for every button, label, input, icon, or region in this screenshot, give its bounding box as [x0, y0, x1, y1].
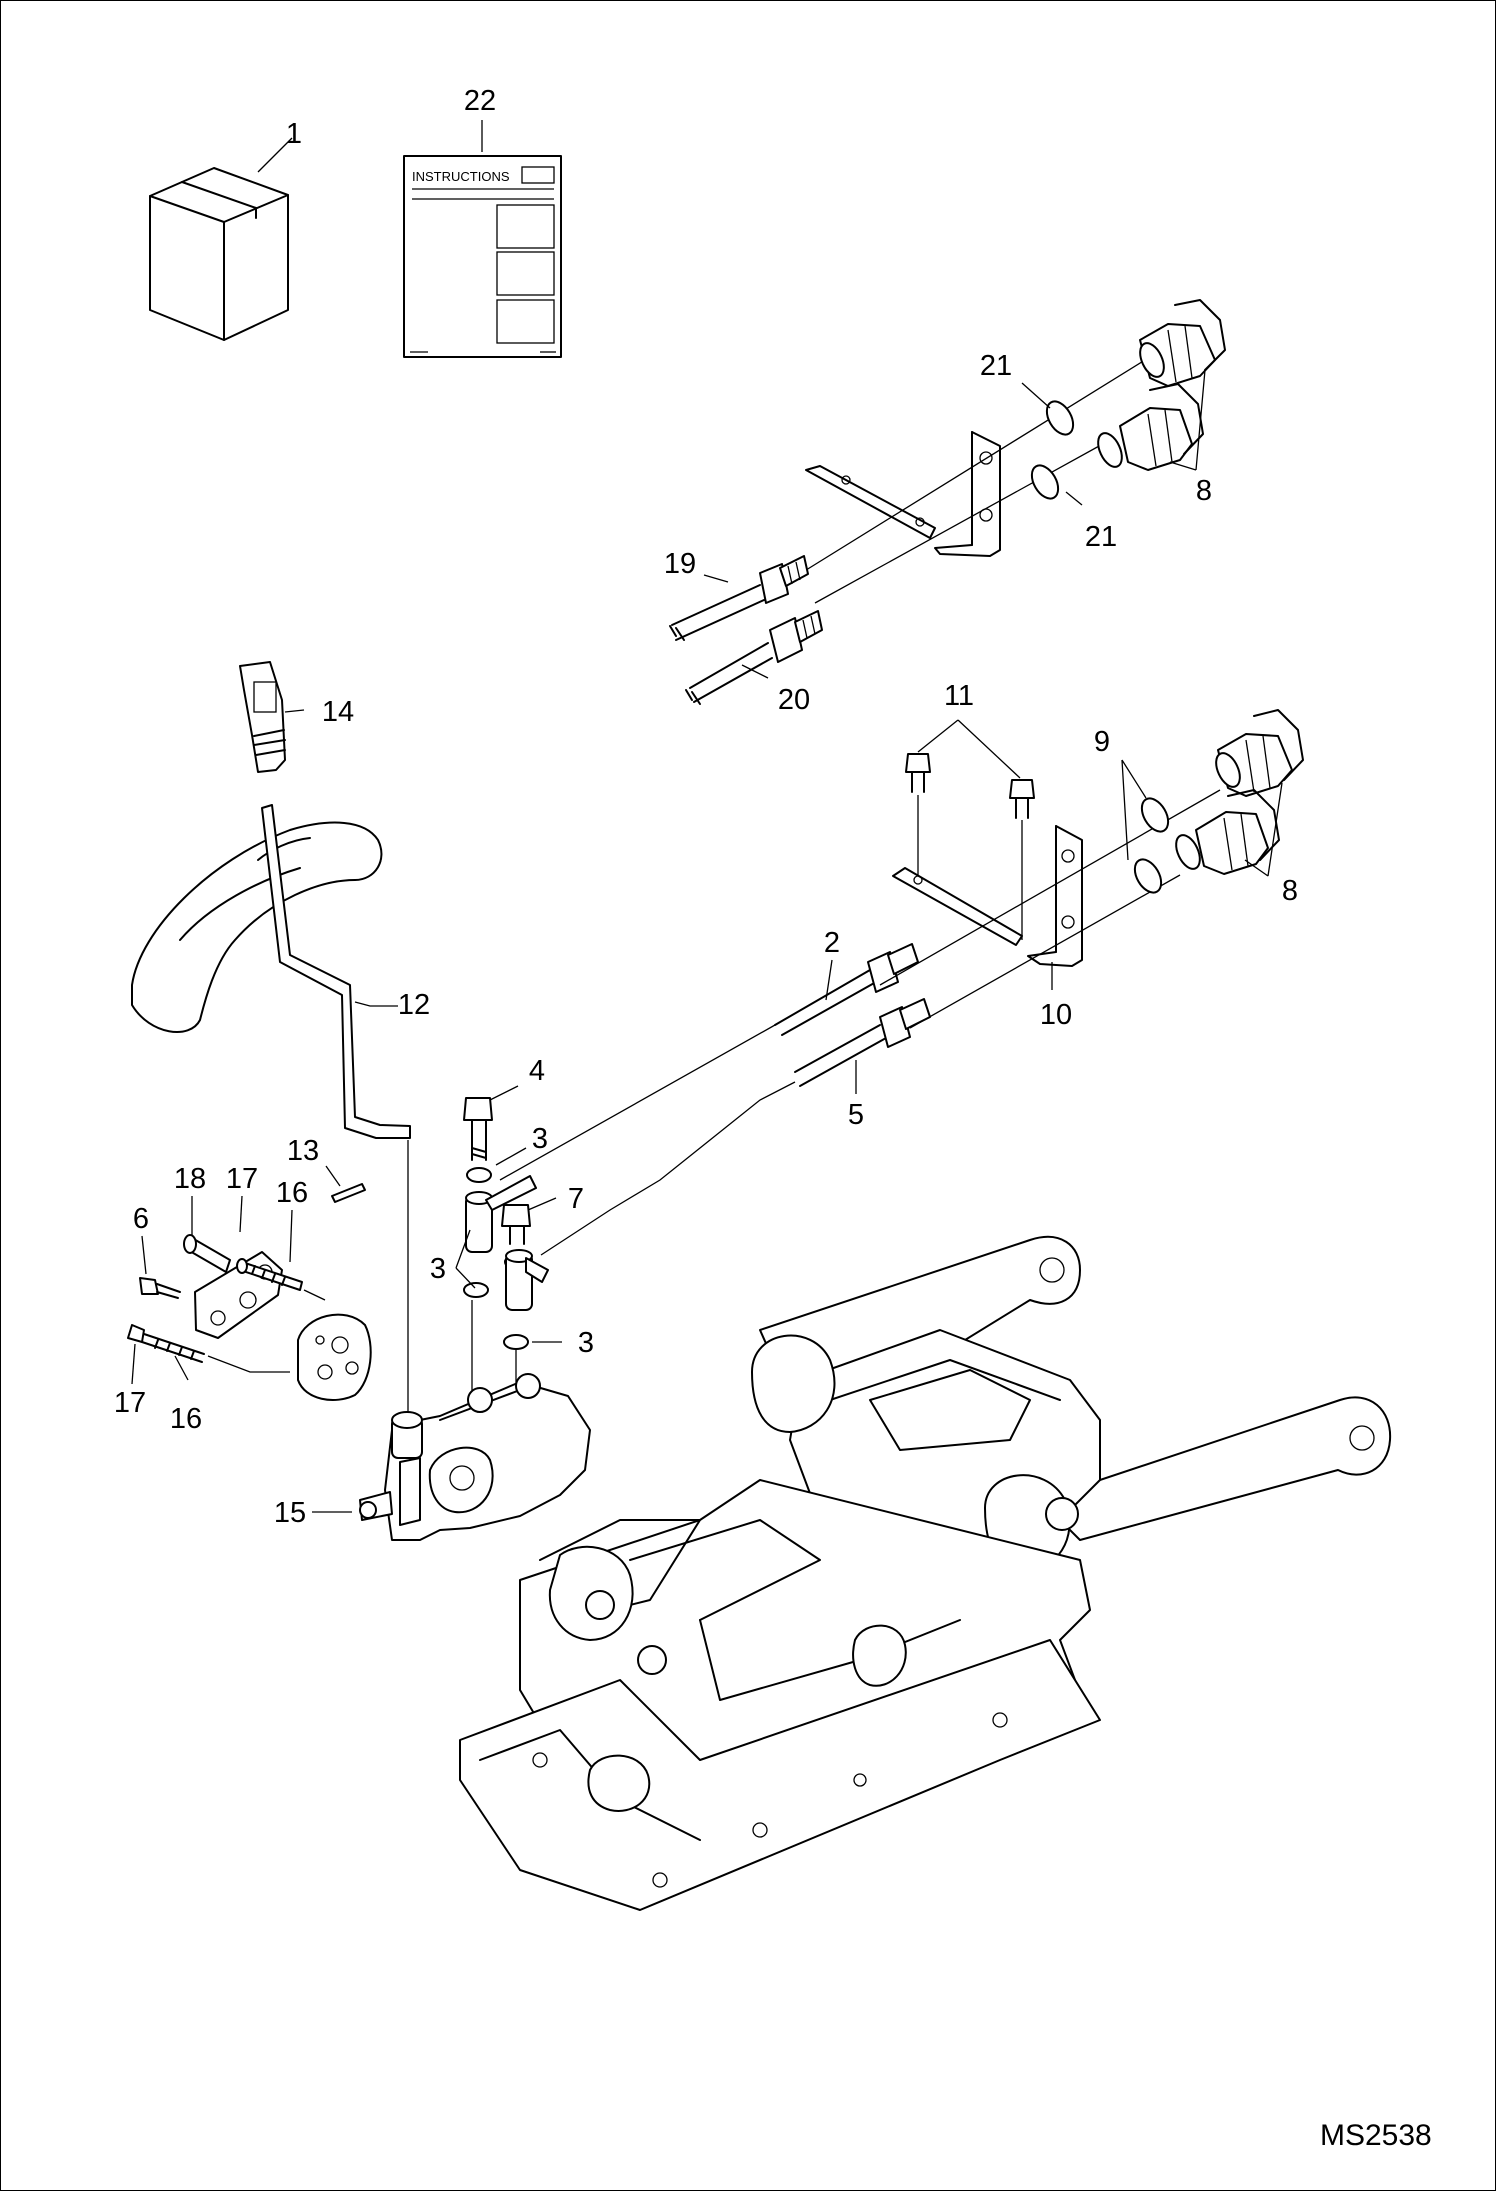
hydraulic-line-19-drawing [669, 555, 809, 641]
capscrew-16-upper-drawing [236, 1258, 303, 1291]
callout-16-upper: 16 [276, 1177, 308, 1209]
o-ring-3-lower-drawing [503, 1334, 529, 1350]
callout-17-lower: 17 [114, 1387, 146, 1419]
callout-18: 18 [174, 1163, 206, 1195]
callout-3-lower: 3 [578, 1327, 594, 1359]
callout-22: 22 [464, 85, 496, 117]
o-ring-21-upper-drawing [1045, 400, 1075, 436]
callout-19: 19 [664, 548, 696, 580]
o-ring-21-lower-drawing [1030, 464, 1060, 500]
callout-13: 13 [287, 1135, 319, 1167]
callout-8-upper: 8 [1196, 475, 1212, 507]
drawing-code: MS2538 [1320, 2119, 1432, 2152]
bolt-11-left-drawing [905, 753, 931, 793]
hydraulic-line-20-drawing [685, 610, 823, 705]
control-knob-14-drawing [239, 661, 286, 773]
callout-12: 12 [398, 989, 430, 1021]
callout-11: 11 [944, 680, 974, 712]
capscrew-16-lower-drawing [127, 1324, 205, 1363]
o-ring-9-lower-drawing [1133, 858, 1163, 894]
callout-17-upper: 17 [226, 1163, 258, 1195]
line-2-axis [499, 1024, 776, 1181]
axis-line-lower-2 [909, 874, 1181, 1029]
line-5-axis [540, 1081, 796, 1256]
bolt-11-right-drawing [1009, 779, 1035, 819]
callout-5: 5 [848, 1099, 864, 1131]
lever-12-drawing [261, 804, 411, 1139]
callout-6: 6 [133, 1203, 149, 1235]
o-ring-3-upper-drawing [466, 1167, 492, 1183]
callout-10: 10 [1040, 999, 1072, 1031]
callout-21-upper: 21 [980, 350, 1012, 382]
leader-1 [257, 137, 293, 173]
axis-line-flange-2 [207, 1355, 290, 1373]
hydraulic-line-5-drawing [794, 998, 931, 1087]
coupler-8-lower-b-drawing [1175, 789, 1280, 875]
callout-21-lower: 21 [1085, 521, 1117, 553]
callout-leaders [131, 369, 1283, 1513]
o-ring-3-middle-drawing [463, 1282, 489, 1298]
hydraulic-line-2-drawing [774, 943, 919, 1036]
pin-13-drawing [331, 1183, 366, 1203]
o-ring-9-upper-drawing [1140, 797, 1170, 833]
callout-16-lower: 16 [170, 1403, 202, 1435]
callout-1: 1 [286, 118, 302, 150]
kit-box-drawing [149, 167, 289, 341]
callout-labels: 1 22 21 21 8 19 20 14 11 9 8 12 2 10 4 3… [114, 85, 1298, 1529]
coupler-8-upper-a-drawing [1139, 299, 1226, 387]
axis-line-flange-1 [303, 1289, 326, 1301]
lower-bracket-drawing [892, 825, 1083, 967]
rear-housing-drawing [459, 1235, 1392, 1911]
pivot-pin-18-drawing [183, 1234, 231, 1273]
coupler-8-upper-b-drawing [1097, 383, 1204, 471]
swivel-adapter-upper-drawing [465, 1175, 537, 1253]
upper-bracket-drawing [805, 431, 1001, 557]
capscrew-4-drawing [463, 1097, 493, 1161]
swivel-adapter-lower-drawing [505, 1249, 549, 1311]
callout-15: 15 [274, 1497, 306, 1529]
callout-8-lower: 8 [1282, 875, 1298, 907]
instructions-sheet-drawing [403, 155, 562, 358]
capscrew-7-drawing [501, 1204, 531, 1245]
callout-2: 2 [824, 927, 840, 959]
instructions-label: INSTRUCTIONS [412, 169, 510, 184]
control-valve-drawing [359, 1373, 591, 1541]
callout-3-upper: 3 [532, 1123, 548, 1155]
callout-9: 9 [1094, 726, 1110, 758]
valve-end-cap-drawing [297, 1313, 372, 1401]
fender-drawing [131, 821, 383, 1033]
axis-line-upper-1 [789, 359, 1146, 581]
axis-line-upper-2 [814, 439, 1111, 604]
callout-14: 14 [322, 696, 354, 728]
callout-20: 20 [778, 684, 810, 716]
capscrew-6-drawing [139, 1277, 181, 1299]
callout-4: 4 [529, 1055, 545, 1087]
callout-3-middle: 3 [430, 1253, 446, 1285]
callout-7: 7 [568, 1183, 584, 1215]
coupler-8-lower-a-drawing [1215, 709, 1304, 797]
